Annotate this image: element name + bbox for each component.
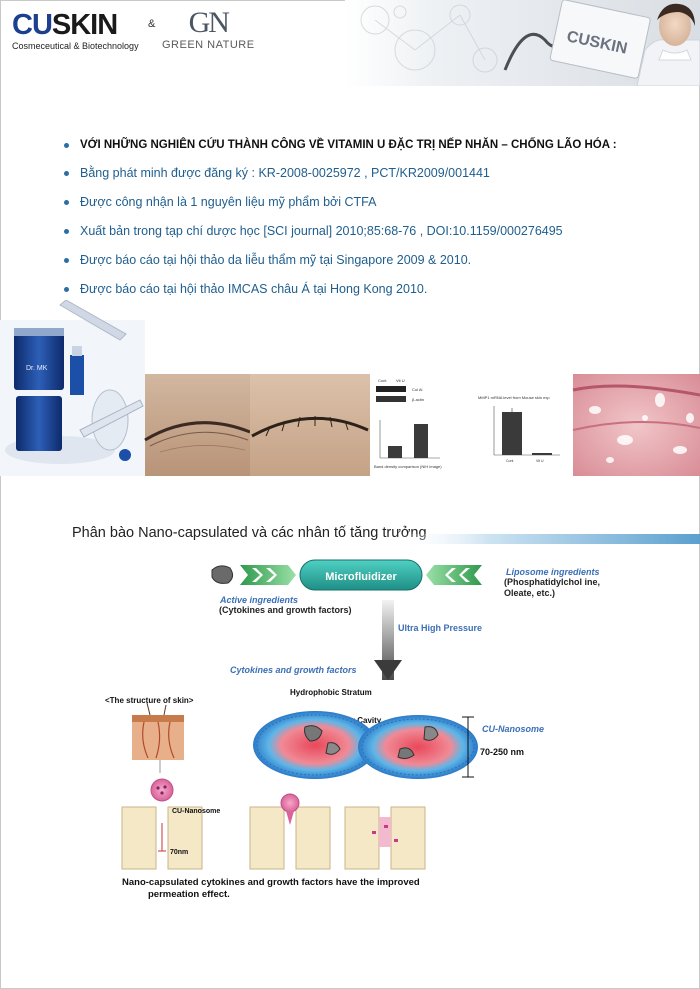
tissue-histology-photo <box>572 374 700 476</box>
cuskin-logo-word: CUSKIN <box>12 9 118 41</box>
diagram-caption-line2: permeation effect. <box>148 889 230 900</box>
permeation-panel-1 <box>121 806 203 870</box>
nanosome-label: CU-Nanosome <box>482 724 544 734</box>
pressure-arrow-icon <box>374 660 402 680</box>
evidence-image-strip: Dr. MK Cont Vit U Col Al β-actin <box>0 300 700 476</box>
list-item: Bằng phát minh được đăng ký : KR-2008-00… <box>62 166 617 181</box>
active-ingredients-title: Active ingredients <box>219 595 298 605</box>
skin-structure-label: <The structure of skin> <box>105 696 194 705</box>
permeation-panel-2 <box>249 793 331 870</box>
eye-after-photo <box>250 374 370 476</box>
section-title: Phân bào Nano-capsulated và các nhân tố … <box>72 525 427 541</box>
research-heading: VỚI NHỮNG NGHIÊN CỨU THÀNH CÔNG VỀ VITAM… <box>62 138 617 153</box>
list-item: Được báo cáo tại hội thảo IMCAS châu Á t… <box>62 282 617 297</box>
left-arrow-icon <box>240 565 296 585</box>
right-arrow-icon <box>426 565 482 585</box>
green-nature-logo: GN GREEN NATURE <box>162 6 255 52</box>
microfluidizer-label: Microfluidizer <box>325 571 397 583</box>
eye-before-photo <box>144 374 251 476</box>
blot-caption: Band density comparison (NIH image) <box>374 464 442 469</box>
polar-label: Polar Cavity <box>335 716 382 725</box>
list-item: Được báo cáo tại hội thảo da liễu thẩm m… <box>62 253 617 268</box>
page-header: CUSKIN Cosmeceutical & Biotechnology & G… <box>0 0 700 86</box>
nanosome-right <box>358 715 478 779</box>
small-nanosome-size: 70nm <box>170 849 188 856</box>
small-nanosome-label: CU-Nanosome <box>172 808 220 815</box>
skin-structure-illustration <box>132 702 184 773</box>
ampersand: & <box>148 18 156 30</box>
liposome-items: (Phosphatidylchol ine, Oleate, etc.) <box>504 577 601 598</box>
product-photo: Dr. MK <box>0 300 145 476</box>
blot-cont-label: Cont <box>378 378 387 383</box>
gn-logo-mark: GN <box>188 6 230 39</box>
cuskin-logo: CUSKIN Cosmeceutical & Biotechnology <box>12 10 139 51</box>
title-underline-bar <box>395 534 700 544</box>
western-blot-chart: Cont Vit U Col Al β-actin Band density c… <box>370 374 470 476</box>
active-ingredients-items: (Cytokines and growth factors) <box>219 605 352 615</box>
diagram-caption-line1: Nano-capsulated cytokines and growth fac… <box>122 877 420 888</box>
nanosome-size: 70-250 nm <box>480 747 524 757</box>
floating-nanosome-icon <box>150 778 174 802</box>
hydrophobic-label: Hydrophobic Stratum <box>290 688 372 697</box>
nanosome-diagram: Microfluidizer Liposome ingredients (Pho… <box>105 559 601 900</box>
header-doctor-photo: CUSKIN <box>345 0 700 86</box>
list-item: Được công nhận là 1 nguyên liệu mỹ phẩm … <box>62 195 617 210</box>
mmp1-x-label: Vit U <box>536 459 544 463</box>
microfluidizer-pill <box>299 559 423 591</box>
size-bracket <box>462 716 474 778</box>
liposome-title: Liposome ingredients <box>506 567 600 577</box>
cuskin-logo-subtitle: Cosmeceutical & Biotechnology <box>12 41 139 51</box>
research-list: VỚI NHỮNG NGHIÊN CỨU THÀNH CÔNG VỀ VITAM… <box>62 138 617 311</box>
mmp1-x-label: Cont <box>506 459 513 463</box>
permeation-panel-3 <box>344 806 426 870</box>
list-item: Xuất bản trong tạp chí dược học [SCI jou… <box>62 224 617 239</box>
nanosome-left <box>253 711 377 779</box>
cytokines-label: Cytokines and growth factors <box>230 665 357 675</box>
mmp1-chart-title: MMP1 mRNA level from Mouse skin exp <box>478 395 550 400</box>
ingredient-stone-icon <box>211 565 234 584</box>
gn-logo-name: GREEN NATURE <box>162 39 255 51</box>
pressure-label: Ultra High Pressure <box>398 623 482 633</box>
blot-vit-label: Vit U <box>396 378 405 383</box>
blot-actin-label: β-actin <box>412 397 424 402</box>
blot-col-label: Col Al <box>412 387 423 392</box>
product-label: Dr. MK <box>26 365 48 372</box>
mmp1-chart: MMP1 mRNA level from Mouse skin exp Cont… <box>470 374 573 476</box>
